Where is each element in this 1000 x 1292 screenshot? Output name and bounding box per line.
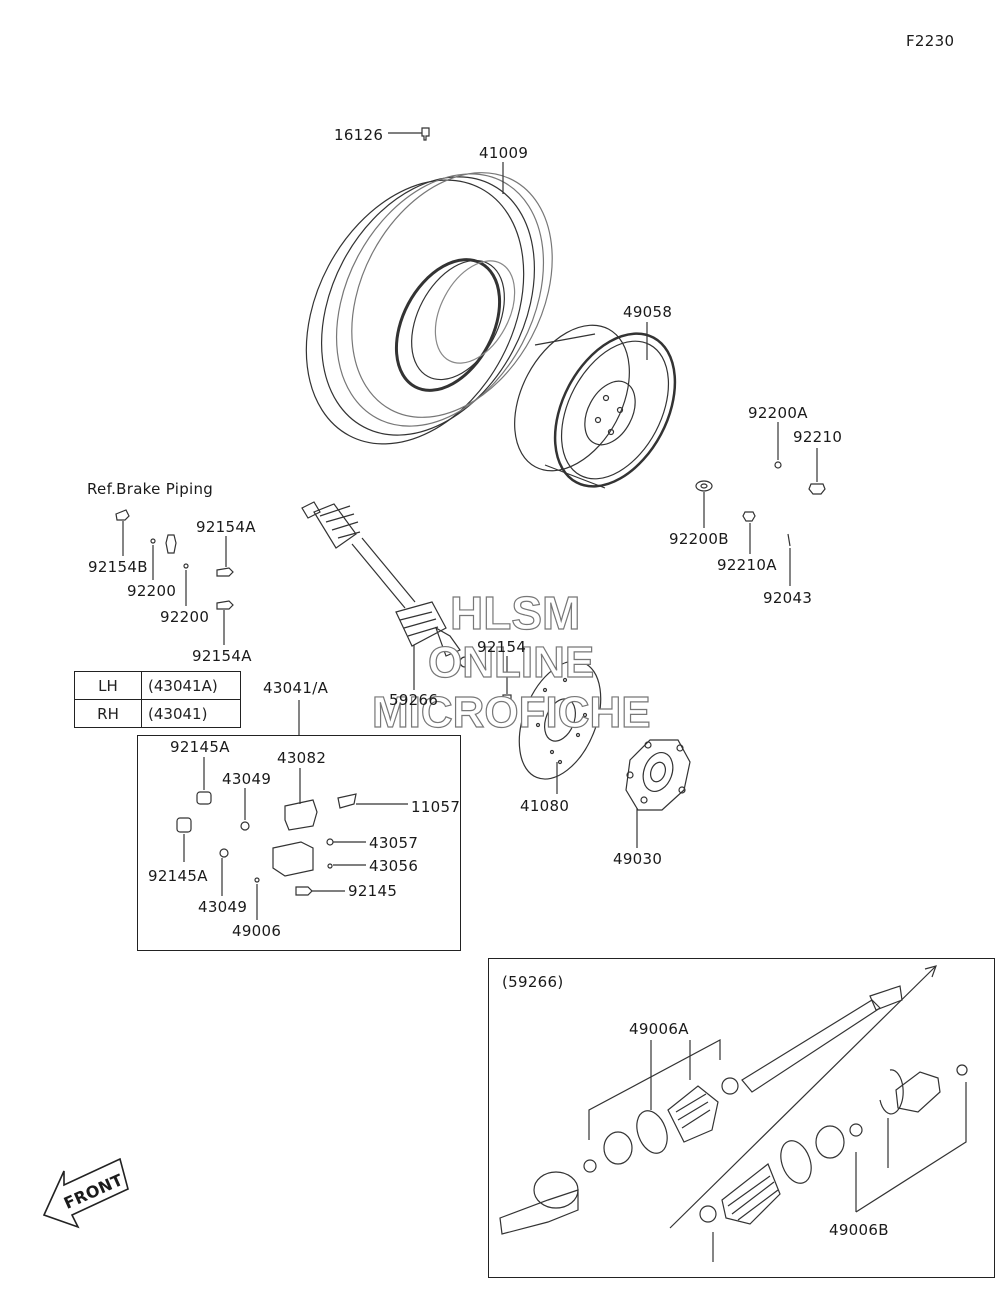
bracket-49006a [588,1038,721,1140]
ref-brake-piping: Ref.Brake Piping [87,480,214,498]
shaft-exploded-drawing [499,965,968,1235]
part-11057[interactable]: 11057 [411,798,461,816]
detail-box-label[interactable]: (59266) [502,973,564,991]
part-92200-2[interactable]: 92200 [160,608,210,626]
part-59266[interactable]: 59266 [389,691,439,709]
bolt-92154a-2-drawing [216,600,234,610]
side-cell: RH [74,699,142,728]
watermark-line1: HLSM [449,586,581,639]
part-49058[interactable]: 49058 [623,303,673,321]
caliper-detail-box [137,735,461,951]
front-arrow-icon [42,1157,129,1229]
part-92200b[interactable]: 92200B [669,530,729,548]
part-92154[interactable]: 92154 [477,638,527,656]
part-43049-2[interactable]: 43049 [198,898,248,916]
part-92145a-2[interactable]: 92145A [148,867,208,885]
part-92210[interactable]: 92210 [793,428,843,446]
wheel-rim-drawing [514,324,677,489]
pad-43082-drawing [284,799,318,831]
bolt-92145-drawing [295,886,313,896]
tire-drawing [305,172,553,445]
part-49006a[interactable]: 49006A [629,1020,689,1038]
sleeve-92145a-drawing [196,791,212,805]
bolt-92154b-drawing [115,509,130,521]
fitting-drawing [165,534,177,554]
part-92145[interactable]: 92145 [348,882,398,900]
part-49006b[interactable]: 49006B [829,1221,889,1239]
valve-stem-drawing [421,127,430,141]
part-43082[interactable]: 43082 [277,749,327,767]
part-49030[interactable]: 49030 [613,850,663,868]
table-row: LH (43041A) [74,671,241,700]
part-92154a-2[interactable]: 92154A [192,647,252,665]
part-92210a[interactable]: 92210A [717,556,777,574]
part-92043[interactable]: 92043 [763,589,813,607]
brake-disc-drawing [518,660,602,780]
washer-92200b-drawing [695,480,713,492]
bolt-92154a-drawing [216,567,234,577]
part-cell[interactable]: (43041A) [141,671,241,700]
seal-43049-drawing [240,821,250,831]
wheel-hub-drawing [625,739,691,811]
sleeve-92145a-2-drawing [176,817,192,833]
nut-92210a-drawing [742,511,756,522]
part-cell[interactable]: (43041) [141,699,241,728]
watermark-line3: MICROFICHE [371,687,651,737]
side-table: LH (43041A) RH (43041) [74,671,241,728]
sheet-code: F2230 [906,32,955,50]
part-92200a[interactable]: 92200A [748,404,808,422]
spring-11057-drawing [337,793,357,809]
piston-49006-drawing [254,877,260,883]
bracket-49006b [855,1082,967,1213]
nut-92210-drawing [808,483,826,495]
part-92200-1[interactable]: 92200 [127,582,177,600]
table-row: RH (43041) [74,699,241,728]
caliper-group-label[interactable]: 43041/A [263,679,329,697]
part-92154b[interactable]: 92154B [88,558,148,576]
side-cell: LH [74,671,142,700]
part-92154a-1[interactable]: 92154A [196,518,256,536]
part-92145a-1[interactable]: 92145A [170,738,230,756]
part-41009[interactable]: 41009 [479,144,529,162]
shaft-detail-box [488,958,995,1278]
caliper-body-drawing [272,841,314,877]
part-16126[interactable]: 16126 [334,126,384,144]
part-43049-1[interactable]: 43049 [222,770,272,788]
cap-43056-drawing [327,863,333,869]
part-43056[interactable]: 43056 [369,857,419,875]
part-41080[interactable]: 41080 [520,797,570,815]
drive-shaft-drawing [301,501,471,668]
part-49006[interactable]: 49006 [232,922,282,940]
seal-43049-2-drawing [219,848,229,858]
part-43057[interactable]: 43057 [369,834,419,852]
watermark-line2: ONLINE [427,637,595,687]
washer-92200a-drawing [774,461,782,469]
